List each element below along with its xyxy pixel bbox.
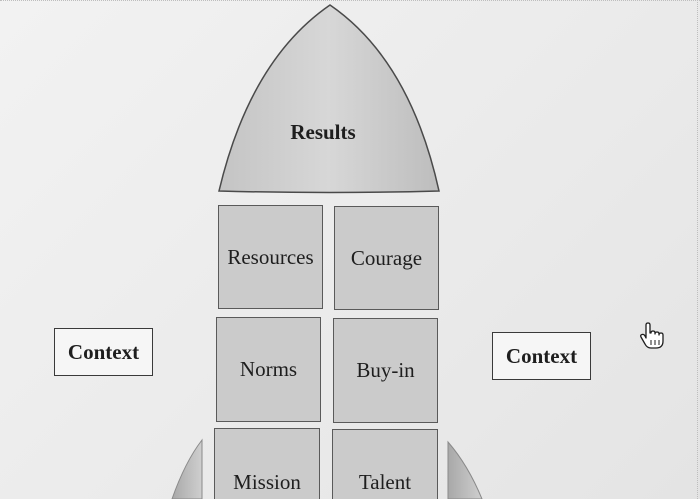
page-right-edge xyxy=(696,0,698,499)
rocket-fin-left xyxy=(171,438,203,499)
cell-mission: Mission xyxy=(214,428,320,499)
rocket-nose-cone xyxy=(218,4,440,194)
hand-pointer-icon xyxy=(640,322,664,349)
cell-buy-in: Buy-in xyxy=(333,318,438,423)
page-top-edge xyxy=(0,0,700,2)
context-box-right: Context xyxy=(492,332,591,380)
results-label: Results xyxy=(290,120,356,144)
cell-courage: Courage xyxy=(334,206,439,310)
cell-resources: Resources xyxy=(218,205,323,309)
context-box-left: Context xyxy=(54,328,153,376)
cell-norms: Norms xyxy=(216,317,321,422)
rocket-fin-right xyxy=(447,440,483,499)
cell-talent: Talent xyxy=(332,429,438,499)
